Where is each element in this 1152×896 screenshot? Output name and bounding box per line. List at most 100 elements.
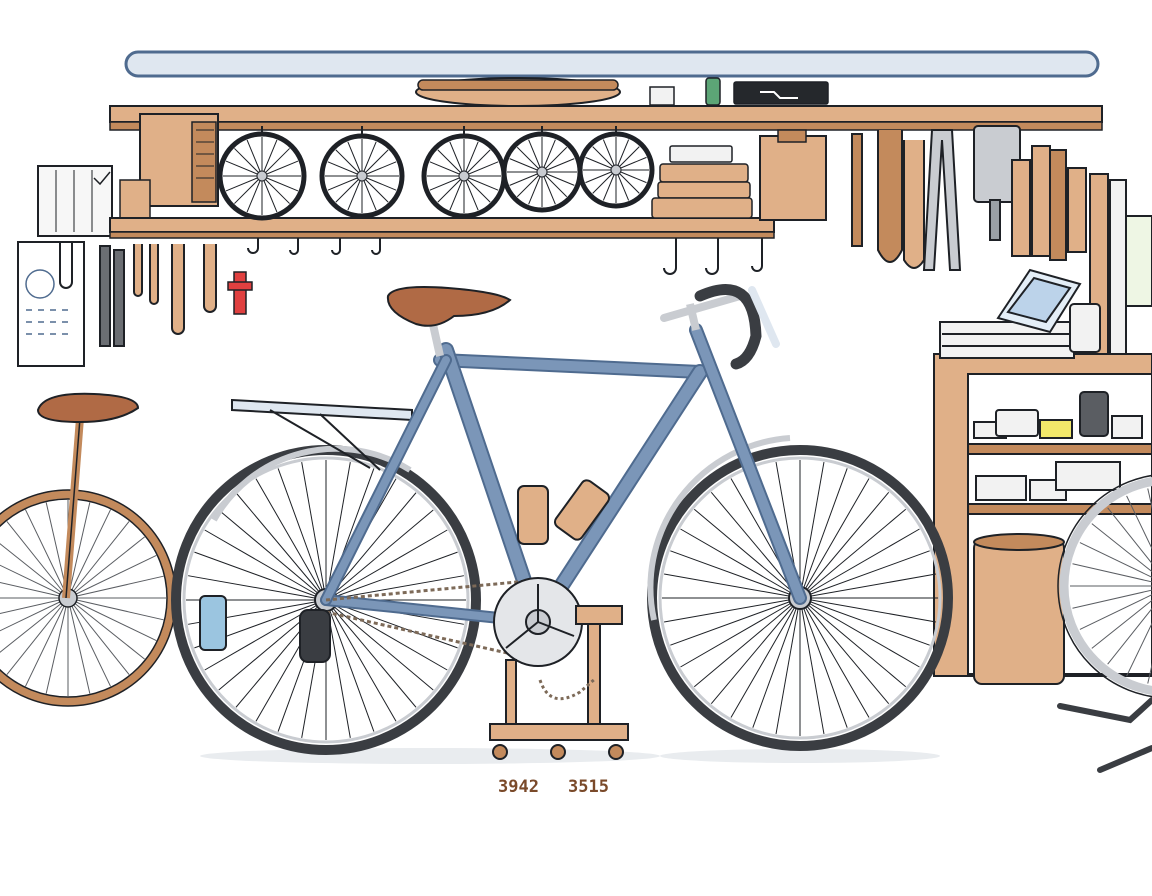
spoke	[799, 508, 907, 599]
spoke	[775, 597, 801, 734]
spoke	[664, 573, 801, 599]
cup	[649, 86, 675, 106]
calendar-icon	[17, 241, 85, 367]
spoke	[799, 597, 825, 734]
spoke	[1126, 495, 1152, 550]
spoke	[710, 491, 801, 599]
second-shelf	[109, 217, 775, 239]
spoke	[67, 575, 164, 599]
spoke	[325, 599, 434, 691]
stand-label-right: 3515	[568, 777, 609, 797]
spoke	[25, 509, 69, 599]
shelf-hooks	[247, 238, 763, 275]
spoke	[1107, 607, 1152, 665]
unicycle-icon	[0, 392, 177, 707]
floor-shadow-right	[660, 749, 940, 763]
spoke	[67, 597, 91, 694]
spoke	[1091, 599, 1152, 649]
spoke	[325, 462, 351, 601]
spoke	[67, 597, 145, 660]
spoke	[1091, 523, 1152, 573]
spoke	[693, 597, 801, 688]
hanging-wheels	[217, 126, 655, 221]
green-bottle	[705, 77, 721, 106]
spoke	[67, 597, 164, 621]
stacked-boxes	[651, 129, 827, 221]
spoke	[799, 573, 936, 599]
spoke	[799, 597, 890, 705]
spoke	[799, 491, 890, 599]
spoke	[1072, 589, 1152, 609]
spoke	[325, 599, 397, 722]
spoke	[0, 543, 69, 599]
spoke	[255, 478, 327, 601]
spoke	[325, 599, 448, 671]
wall-valve	[227, 271, 253, 315]
tablet-icon	[996, 268, 1101, 353]
spoke	[325, 599, 417, 708]
spoke	[325, 509, 434, 601]
spoke	[799, 597, 920, 668]
spoke	[194, 551, 327, 601]
spoke	[0, 597, 69, 615]
spoke	[799, 597, 936, 623]
spoke	[670, 550, 801, 599]
spoke	[67, 555, 157, 599]
spoke	[799, 550, 930, 599]
wall-cabinet	[37, 165, 113, 237]
spoke	[799, 597, 848, 728]
spoke	[67, 521, 130, 599]
spoke	[799, 478, 870, 599]
spoke	[670, 597, 801, 646]
wheel-icon	[319, 126, 405, 219]
spoke	[799, 597, 870, 718]
spoke	[67, 597, 130, 675]
spoke	[0, 597, 69, 632]
spoke	[188, 575, 327, 601]
spoke	[1147, 488, 1152, 510]
wood-tray-top	[417, 79, 619, 91]
wheel-icon	[421, 126, 507, 219]
spoke	[277, 468, 327, 601]
bicycle-icon	[171, 283, 953, 755]
spoke	[0, 564, 69, 599]
right-hanging-tools	[851, 125, 1152, 357]
top-shelf	[109, 77, 1103, 131]
right-cabinet	[933, 321, 1152, 685]
spoke	[0, 597, 69, 653]
spoke	[1147, 662, 1152, 684]
spoke	[752, 597, 801, 728]
wheel-icon	[577, 126, 655, 209]
spoke	[325, 551, 458, 601]
spoke	[67, 536, 145, 599]
spoke	[235, 492, 327, 601]
spoke	[0, 581, 69, 599]
spoke	[680, 528, 801, 599]
spoke	[301, 462, 327, 601]
spoke	[693, 508, 801, 599]
spoke	[204, 529, 327, 601]
spoke	[6, 597, 69, 675]
repair-stand	[489, 605, 629, 760]
spoke	[664, 597, 801, 623]
spoke	[67, 597, 111, 687]
right-partial-wheel	[1057, 474, 1152, 773]
spoke	[799, 597, 930, 646]
spoke	[6, 521, 69, 599]
spoke	[1107, 507, 1152, 565]
spoke	[67, 509, 111, 599]
spoke	[325, 529, 448, 601]
spoke	[680, 597, 801, 668]
saddle-icon	[36, 392, 140, 424]
spoke	[25, 597, 69, 687]
floor-shadow	[200, 748, 660, 764]
spoke	[710, 597, 801, 705]
spoke	[799, 528, 920, 599]
wheel-icon	[501, 126, 583, 213]
wood-crate	[119, 113, 219, 221]
spoke	[218, 509, 327, 601]
spoke	[45, 597, 69, 694]
spoke	[67, 502, 91, 599]
black-box	[733, 81, 829, 105]
